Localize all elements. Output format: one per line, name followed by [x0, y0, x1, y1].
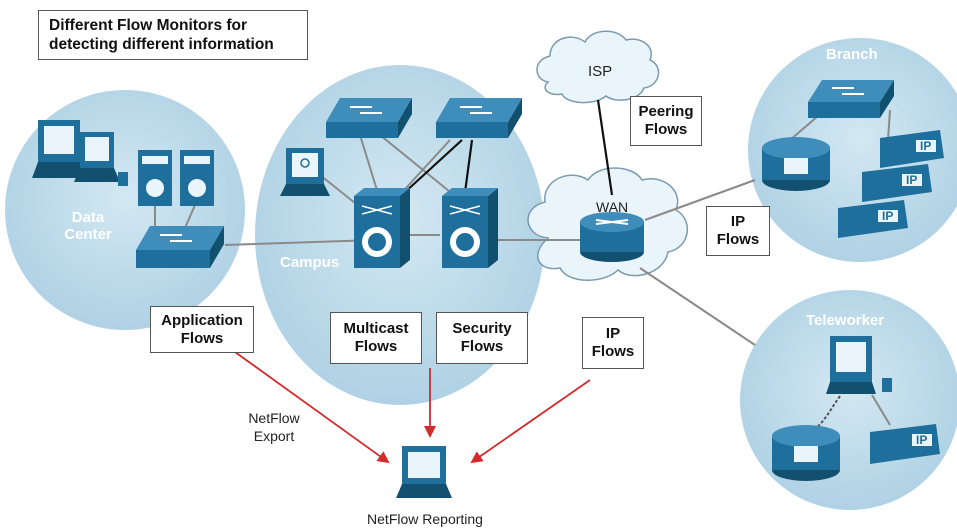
campus-switch-2 — [436, 98, 522, 138]
multicast-flows-line-1: Multicast — [343, 320, 409, 337]
link-wan-teleworker — [639, 267, 756, 346]
title-line-2: detecting different information — [49, 35, 274, 53]
security-flows-line-1: Security — [452, 320, 512, 337]
core-switch-1 — [354, 188, 410, 268]
export-arrow-app — [234, 351, 390, 464]
application-flows-line-1: Application — [161, 311, 243, 329]
isp-cloud — [536, 30, 660, 104]
branch-router — [762, 137, 830, 191]
dc-server-2 — [180, 150, 214, 206]
netflow-export-line-1: NetFlow — [248, 410, 300, 426]
link-wan-branch — [644, 179, 756, 221]
data-center-label: Data Center — [58, 209, 118, 244]
teleworker-ip-phone — [870, 424, 940, 464]
wan-label: WAN — [596, 199, 629, 215]
phone-ip-text-4: IP — [916, 433, 927, 447]
dc-workstation-1 — [32, 120, 86, 178]
ip-flows-branch-line-2: Flows — [716, 231, 760, 248]
isp-label: ISP — [588, 63, 613, 80]
ip-flows-branch-line-1: IP — [730, 213, 746, 230]
ip-flows-box-bottom: IP Flows — [582, 317, 644, 369]
application-flows-line-2: Flows — [180, 329, 224, 347]
netflow-reporting-label: NetFlow Reporting — [367, 511, 483, 527]
phone-ip-text-1: IP — [920, 139, 931, 153]
dc-workstation-2 — [74, 132, 128, 186]
data-center-label-line-1: Data — [71, 209, 105, 226]
netflow-export-label: NetFlow Export — [242, 410, 306, 445]
teleworker-label: Teleworker — [806, 312, 885, 329]
multicast-flows-box: Multicast Flows — [330, 312, 422, 364]
campus-workstation — [280, 148, 330, 196]
link-isp-wan — [596, 99, 614, 196]
ip-flows-box-branch: IP Flows — [706, 206, 770, 256]
export-arrow-ip — [470, 379, 591, 464]
link-branch-sw-phones — [887, 109, 891, 141]
link-sw1-core2 — [379, 134, 461, 201]
core-switch-2 — [442, 188, 498, 268]
link-dcsw-srv2 — [184, 204, 196, 229]
peering-flows-line-2: Flows — [644, 121, 688, 138]
security-flows-box: Security Flows — [436, 312, 528, 364]
multicast-flows-line-2: Flows — [354, 338, 398, 355]
ip-flows-bottom-line-2: Flows — [591, 343, 635, 360]
teleworker-router — [772, 425, 840, 481]
ip-flows-bottom-line-1: IP — [605, 325, 621, 342]
branch-switch — [808, 80, 894, 118]
peering-flows-box: Peering Flows — [630, 96, 702, 146]
campus-switch-1 — [326, 98, 412, 138]
link-dc-campus — [224, 239, 376, 246]
branch-ip-phone-2 — [862, 164, 932, 202]
phone-ip-text-3: IP — [882, 209, 893, 223]
data-center-label-line-2: Center — [64, 226, 112, 244]
diagram-title: Different Flow Monitors for detecting di… — [38, 10, 308, 60]
link-tele-pc-phone — [871, 394, 891, 426]
application-flows-box: Application Flows — [150, 306, 254, 353]
phone-ip-text-2: IP — [906, 173, 917, 187]
security-flows-line-2: Flows — [460, 338, 504, 355]
wan-router — [580, 212, 644, 262]
dc-server-1 — [138, 150, 172, 206]
netflow-collector — [396, 446, 452, 498]
title-line-1: Different Flow Monitors for — [49, 17, 248, 34]
netflow-export-line-2: Export — [253, 427, 295, 444]
peering-flows-line-1: Peering — [638, 103, 694, 120]
branch-label: Branch — [826, 46, 878, 63]
dc-switch — [136, 226, 224, 268]
branch-ip-phone-1 — [880, 130, 944, 168]
teleworker-workstation — [826, 336, 892, 394]
branch-ip-phone-3 — [838, 200, 908, 238]
campus-label: Campus — [280, 254, 340, 271]
